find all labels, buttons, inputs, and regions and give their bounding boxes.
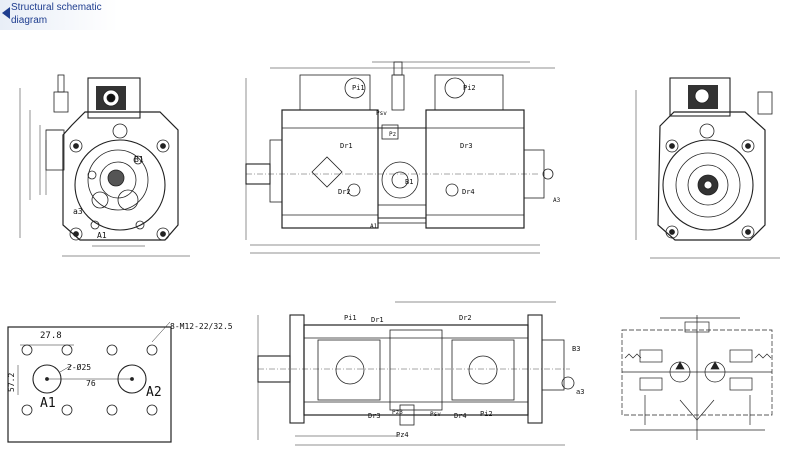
back-arrow-icon[interactable] [2,7,10,19]
top-front-view [245,61,555,254]
right-end-view [635,77,780,259]
label-pi2-bottom: Pi2 [480,410,493,418]
flange-dim-a: 27.8 [40,331,62,341]
page-title: Structural schematic diagram [11,2,102,26]
label-dr3-bottom: Dr3 [368,412,381,420]
flange-dim-b: 76 [86,379,96,388]
label-pi2: Pi2 [463,84,476,92]
label-a3: a3 [73,207,83,216]
flange-dim-c: 57.2 [7,373,16,392]
label-dr1: Dr1 [340,142,353,150]
label-dr2: Dr2 [338,188,351,196]
label-pi1-bottom: Pi1 [344,314,357,322]
flange-screw-spec: 8-M12-22/32.5 [170,322,233,331]
flange-port-a1: A1 [40,396,56,411]
label-dr4-bottom: Dr4 [454,412,467,420]
label-psv: Psv [376,110,387,117]
flange-port-a2: A2 [146,385,162,400]
label-a1: A1 [97,231,107,240]
label-psv-bottom: Psv [430,411,441,418]
label-pz: Pz [389,131,397,138]
label-pz4: Pz4 [396,431,409,439]
flange-detail [7,321,172,443]
label-dr3: Dr3 [460,142,473,150]
bottom-view [257,301,575,446]
label-b1: B1 [134,155,144,164]
header-banner: Structural schematic diagram [0,0,118,30]
label-a3-top: A3 [553,197,561,204]
label-b1-top: B1 [405,178,413,186]
label-pi1: Pi1 [352,84,365,92]
label-a1-top: A1 [370,223,378,230]
label-dr4: Dr4 [462,188,475,196]
label-a3-bottom: a3 [576,388,584,396]
left-end-view [19,74,190,257]
label-dr2-bottom: Dr2 [459,314,472,322]
hydraulic-schematic [621,315,773,440]
label-dr1-bottom: Dr1 [371,316,384,324]
label-pz3: Pz3 [392,409,403,416]
flange-bore: 2-Ø25 [67,362,91,372]
label-b3: B3 [572,345,580,353]
